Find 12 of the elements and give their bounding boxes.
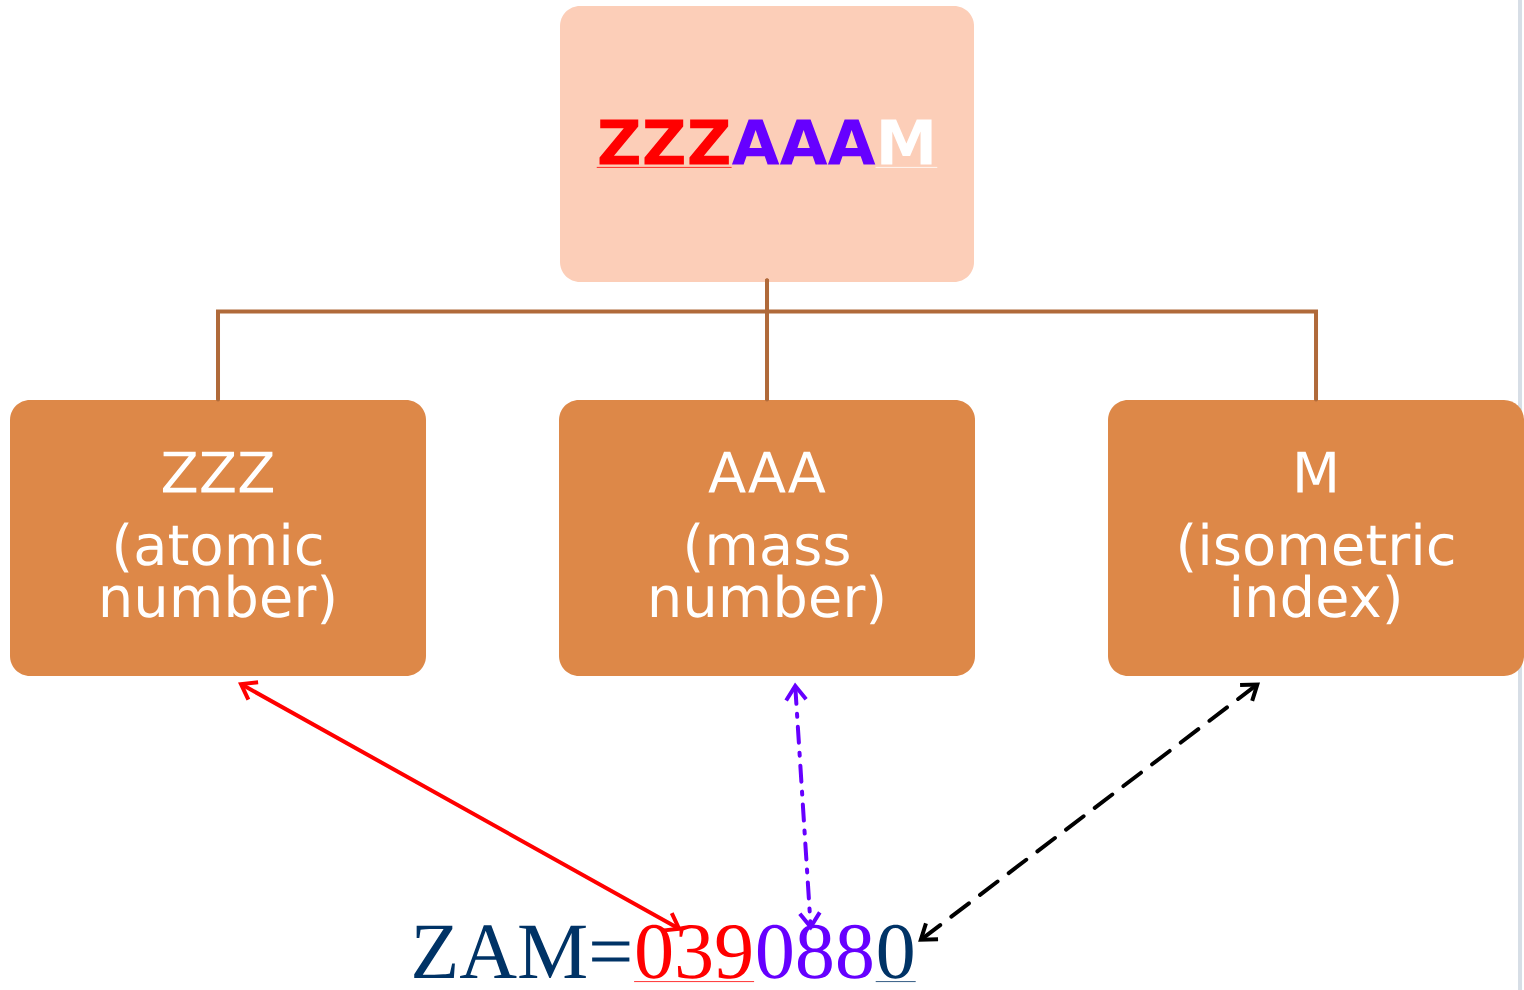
code-digits: 0 xyxy=(875,924,917,982)
process-box: M (isometric index) xyxy=(1108,400,1524,676)
double-arrow xyxy=(784,682,822,931)
code-digits: 088 xyxy=(757,924,872,979)
process-box: AAA (mass number) xyxy=(559,400,975,676)
double-arrow xyxy=(238,680,683,933)
double-arrow xyxy=(918,682,1261,942)
connector-line xyxy=(765,278,1318,402)
code-digits: 039 xyxy=(633,924,755,982)
formula-label: ZAM= xyxy=(414,925,630,978)
title-box: ZZZAAAM xyxy=(560,6,974,282)
process-box: ZZZ (atomic number) xyxy=(10,400,426,676)
